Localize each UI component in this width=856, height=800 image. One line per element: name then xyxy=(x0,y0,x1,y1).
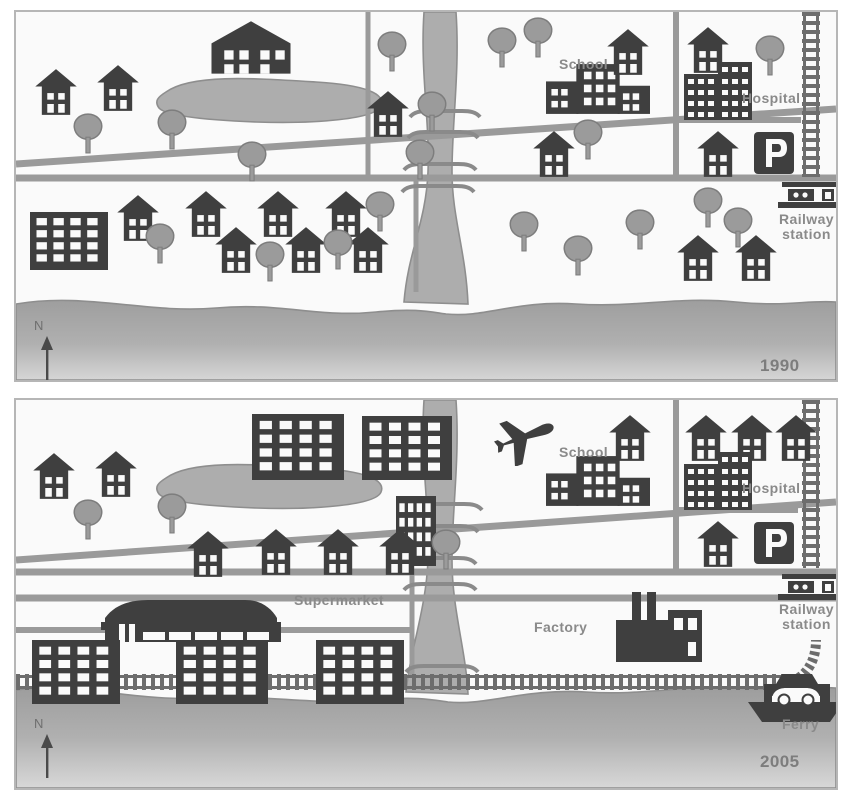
map-1990: School Hospital Railway station N 1990 xyxy=(14,10,838,382)
apartment-block-southwest xyxy=(30,212,108,270)
supermarket-icon xyxy=(101,600,281,644)
railway-line xyxy=(802,12,820,177)
railway-station-label-line2: station xyxy=(782,225,831,242)
bridges xyxy=(400,109,482,194)
supermarket-label: Supermarket xyxy=(294,592,384,608)
sea xyxy=(16,686,836,788)
compass-label-north: N xyxy=(34,716,44,731)
factory-label: Factory xyxy=(534,619,588,635)
car-park-icon xyxy=(754,132,794,174)
compass-label-north: N xyxy=(34,318,44,333)
year-label-2005: 2005 xyxy=(760,752,800,771)
compass-arrow xyxy=(40,336,54,380)
apartment-blocks-south xyxy=(32,640,404,704)
hospital-label: Hospital xyxy=(742,480,801,496)
car-park-icon xyxy=(754,522,794,564)
hospital-label: Hospital xyxy=(742,90,801,106)
railway-station-label: Railway station xyxy=(779,212,834,241)
railway-station-label-line1: Railway xyxy=(779,601,834,617)
railway-station-label-line1: Railway xyxy=(779,211,834,227)
ferry-label: Ferry xyxy=(782,716,820,732)
school-label: School xyxy=(559,56,609,72)
railway-station-label: Railway station xyxy=(779,602,834,631)
compass-arrow xyxy=(40,734,54,778)
map-2005-canvas xyxy=(16,400,836,788)
road-network xyxy=(16,400,836,678)
year-label-1990: 1990 xyxy=(760,356,800,375)
school-label: School xyxy=(559,444,609,460)
sea xyxy=(16,299,836,380)
map-1990-canvas xyxy=(16,12,836,380)
railway-station-label-line2: station xyxy=(782,615,831,632)
river xyxy=(403,12,469,305)
lake xyxy=(156,77,383,124)
map-2005: School Hospital Railway station Supermar… xyxy=(14,398,838,790)
